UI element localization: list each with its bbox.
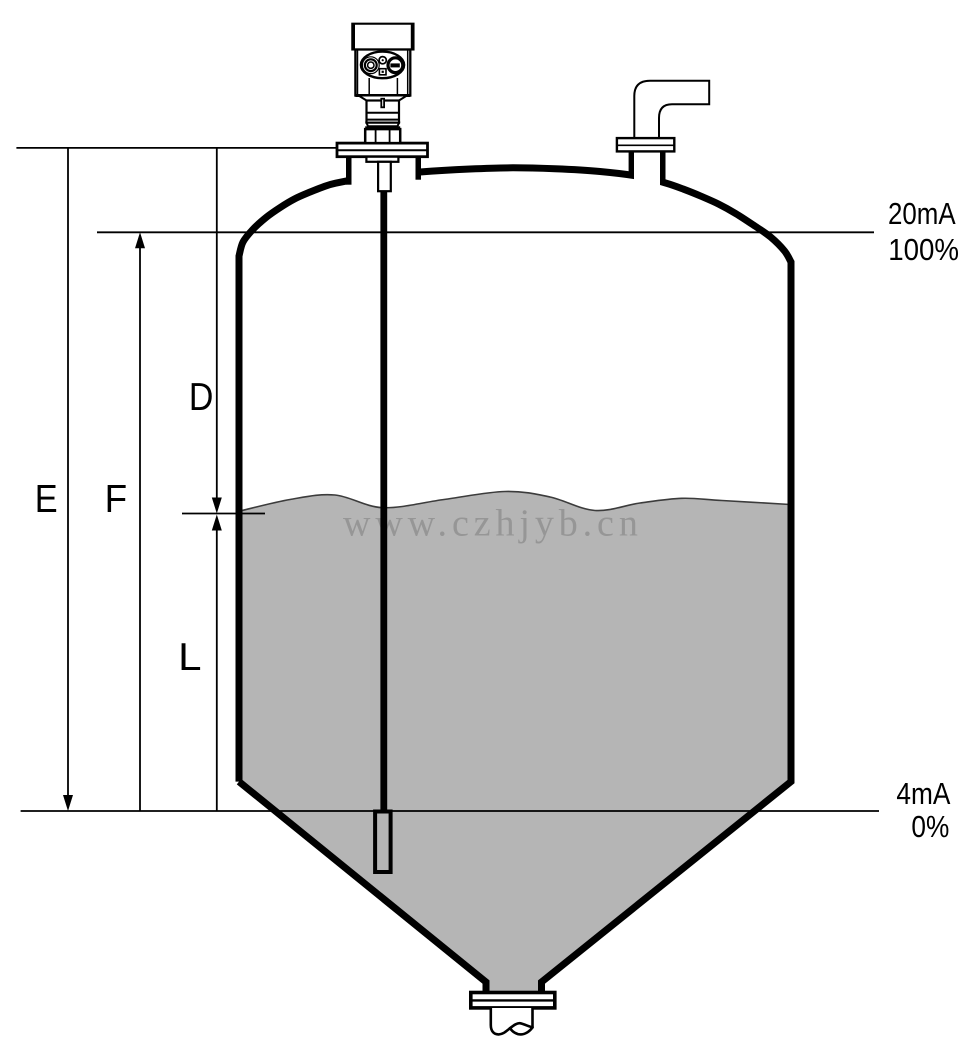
- svg-text:4mA: 4mA: [896, 776, 950, 811]
- svg-text:www.czhjyb.cn: www.czhjyb.cn: [343, 503, 643, 545]
- svg-text:100%: 100%: [888, 232, 959, 267]
- svg-text:0%: 0%: [911, 809, 949, 844]
- svg-text:L: L: [178, 636, 201, 679]
- svg-text:E: E: [35, 478, 58, 521]
- svg-text:20mA: 20mA: [888, 196, 956, 231]
- svg-text:D: D: [189, 376, 214, 419]
- svg-text:F: F: [105, 478, 128, 521]
